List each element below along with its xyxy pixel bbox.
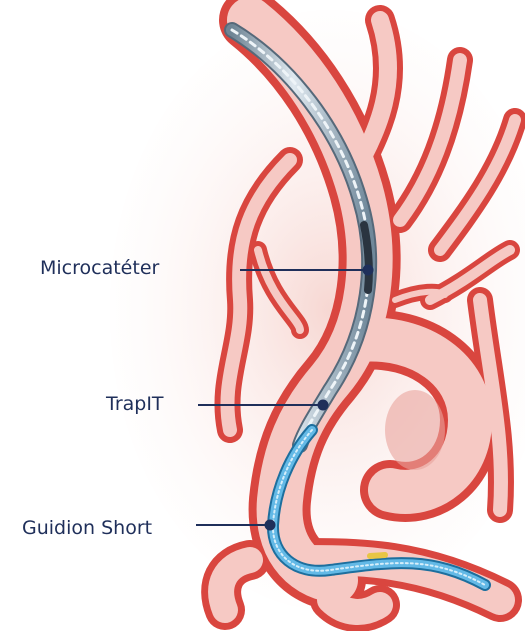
lumen-shadow [385, 390, 445, 470]
trapit-leader-dot [319, 401, 328, 410]
label-guidion-short: Guidion Short [22, 517, 152, 539]
label-microcatheter: Microcatéter [40, 257, 159, 279]
microcatheter-leader-dot [364, 266, 373, 275]
guidion-leader-dot [266, 521, 275, 530]
label-trapit: TrapIT [106, 393, 164, 415]
